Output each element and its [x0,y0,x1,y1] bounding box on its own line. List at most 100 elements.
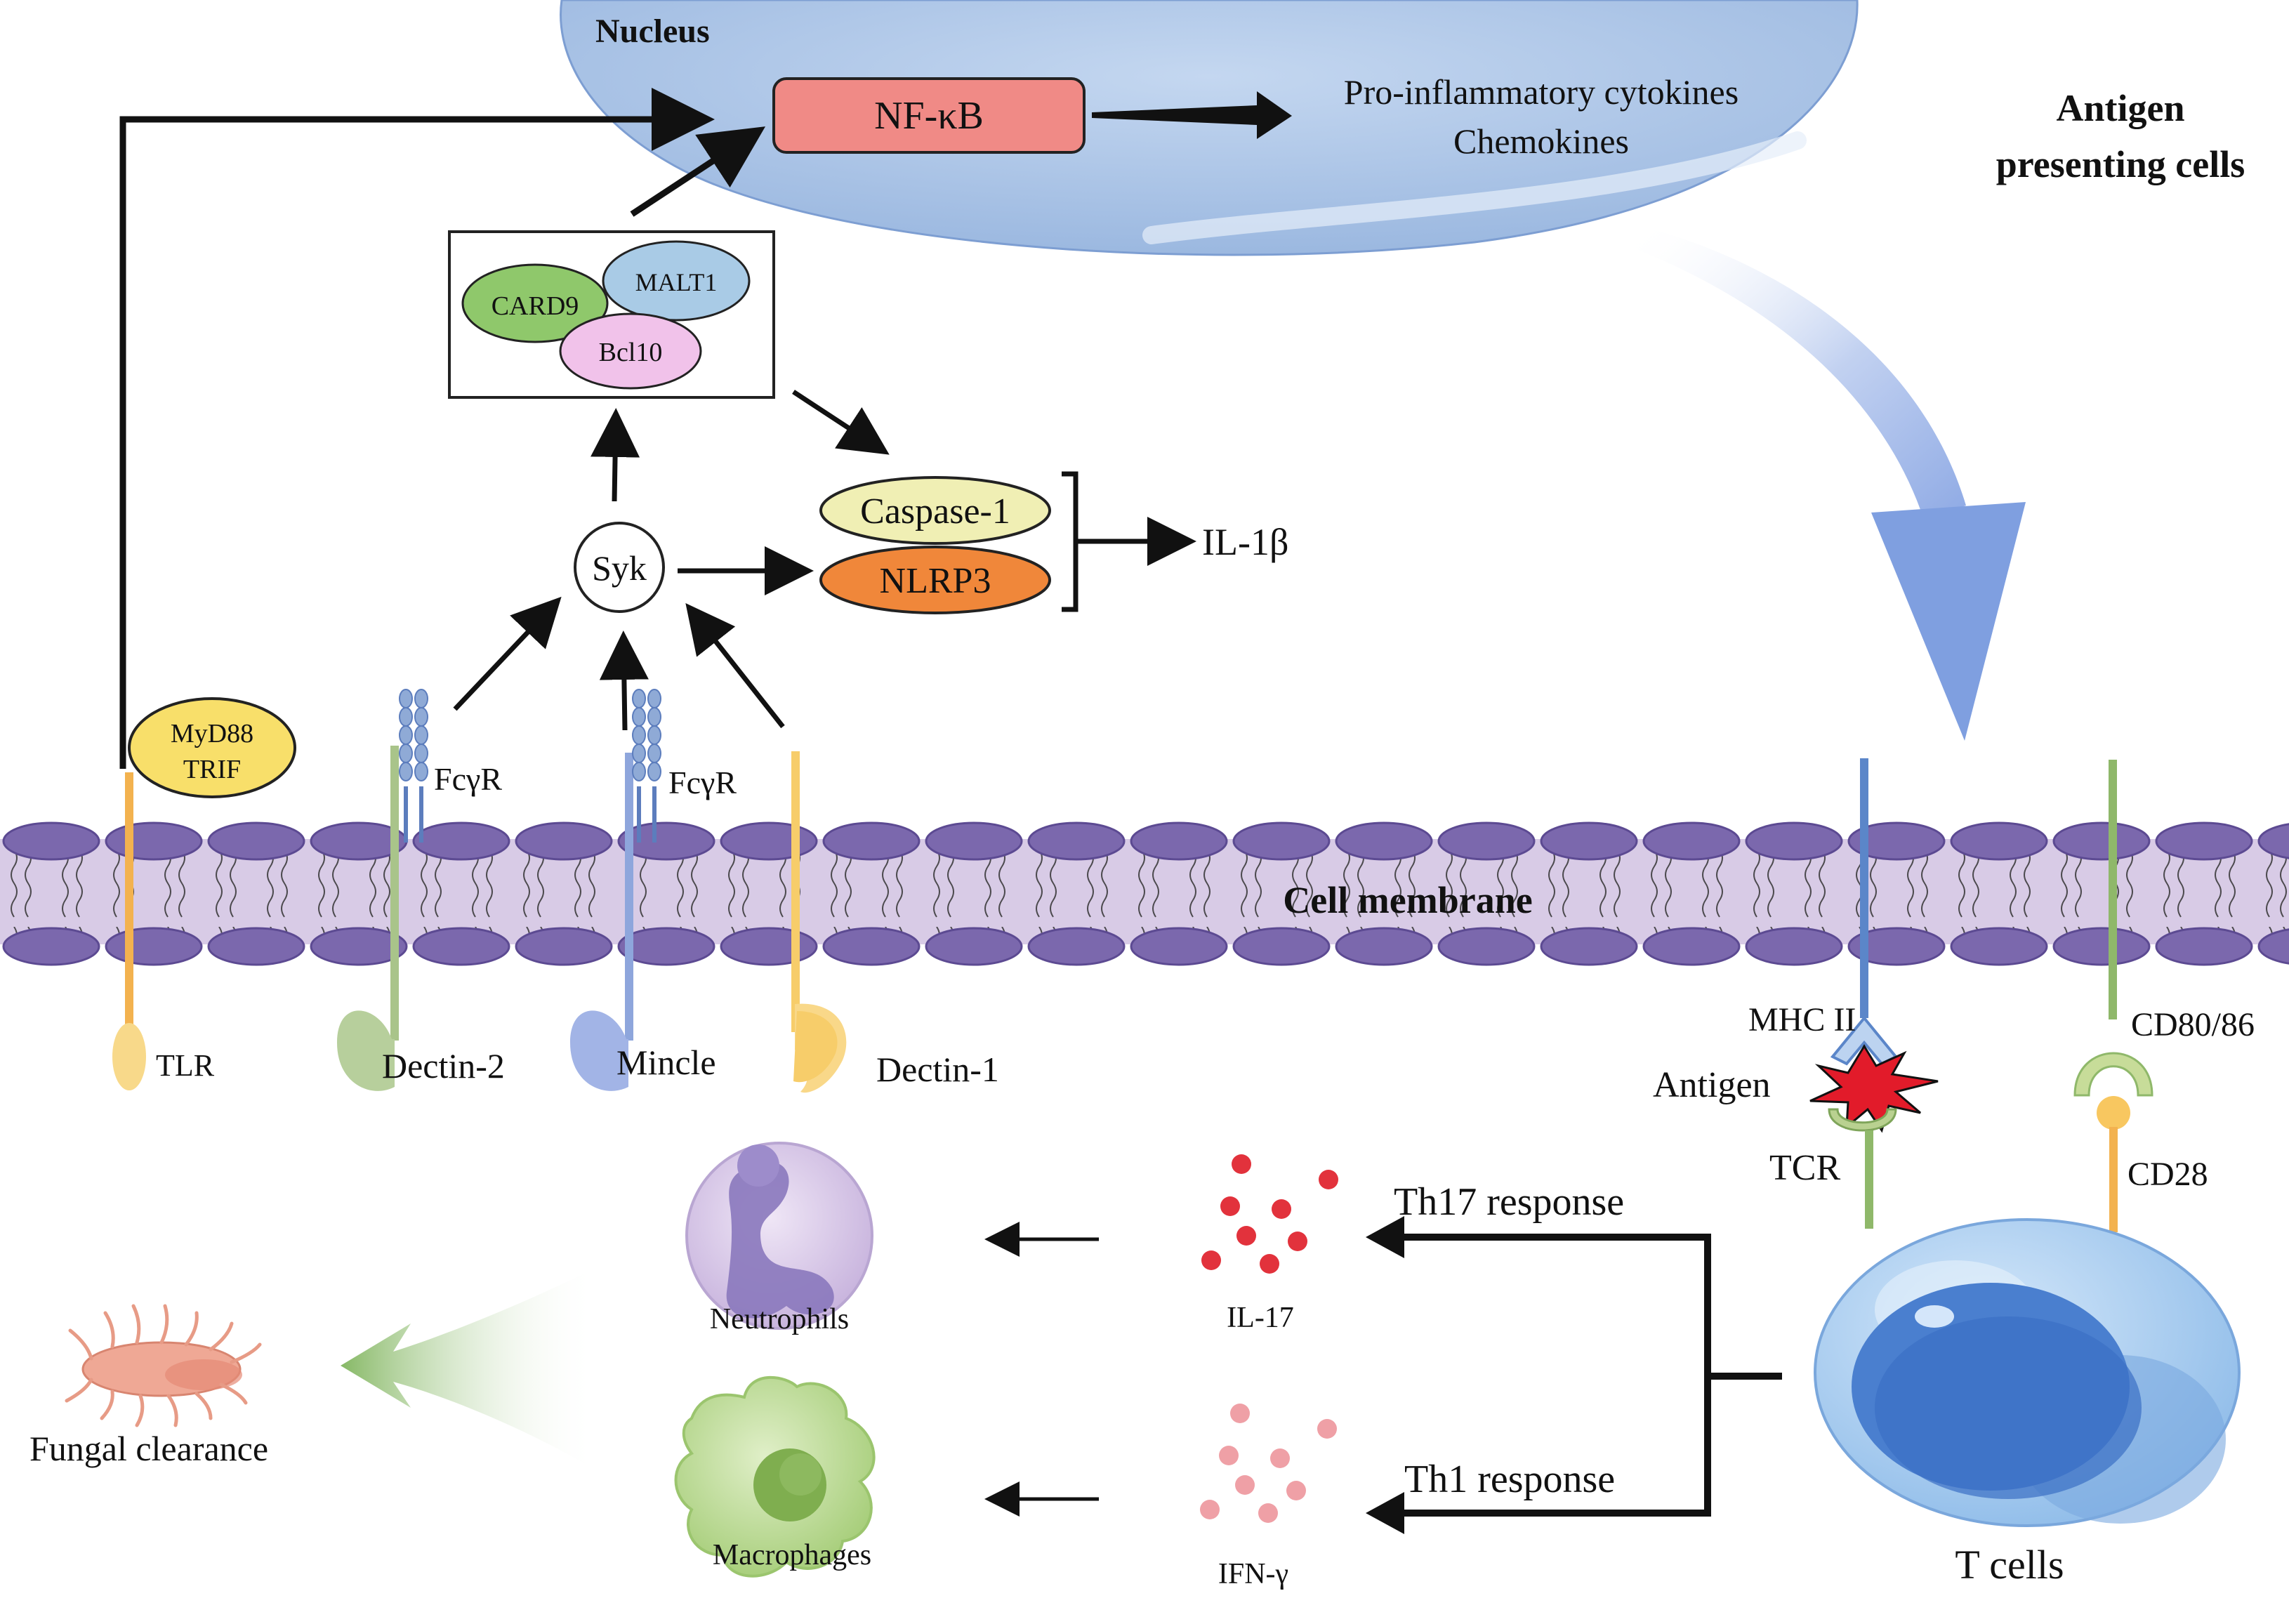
syk-label: Syk [592,548,647,588]
lipid-head [2257,823,2289,859]
lipid-head [822,927,921,966]
mincle-receptor [570,689,661,1091]
fungus-hair [131,1304,141,1345]
fungal-clearance-label: Fungal clearance [29,1429,268,1468]
syk-to-cbm-arrow [591,408,640,502]
il17-dot [1201,1250,1221,1270]
nucleus-label: Nucleus [595,13,710,50]
fcgr-domain [647,725,661,745]
nfkb-label: NF-κB [874,94,984,138]
lipid-head [1232,821,1331,861]
fcgr-domain [414,725,428,745]
neutrophils-label: Neutrophils [710,1303,849,1335]
apc-label-line2: presenting cells [1996,143,2245,185]
lipid-head [1437,927,1536,966]
fcgr2-label: FcγR [668,765,737,800]
lipid-head [412,927,510,966]
tlr-receptor [112,772,146,1090]
chemokines-label: Chemokines [1453,121,1629,161]
lipid-head [105,821,203,861]
th17-arrowhead [1366,1216,1404,1258]
th17-branch-line [1380,1234,1782,1380]
fungus-hair [184,1311,199,1347]
clearance-arrow [341,1267,597,1471]
lipid-head [925,821,1023,861]
malt1-label: MALT1 [635,268,718,296]
il17-label: IL-17 [1227,1302,1294,1334]
lipid-head [720,927,818,966]
tlr-to-nfkb-arrow [119,88,715,769]
il17-dot [1220,1196,1240,1216]
cd28-receptor [2097,1096,2130,1232]
lipid-head [105,927,203,966]
fungus-hair [100,1389,114,1420]
il17-dot [1260,1254,1279,1274]
lipid-head [2,927,100,966]
ifng-dot [1270,1448,1290,1468]
fcgr-domain [632,707,646,727]
fcgr-domain [414,707,428,727]
il17-dot [1272,1199,1291,1219]
lipid-head [617,927,715,966]
nlrp3-node [819,546,1051,614]
lipid-head [1642,821,1741,861]
ifng-dot [1235,1475,1255,1495]
fungus-hair [65,1378,93,1403]
neutrophil-cell [685,1142,873,1330]
lipid-head [1130,821,1228,861]
lipid-head [1847,927,1946,966]
myd88-label: MyD88 [171,719,253,748]
mincle-label: Mincle [616,1043,716,1082]
il17-cytokine-cluster [1201,1154,1338,1274]
fcgr-domain [399,707,413,727]
dectin1-label: Dectin-1 [876,1050,999,1089]
dectin2-receptor [337,689,428,1091]
lipid-head [2155,821,2253,861]
nucleus [560,0,1859,256]
lipid-head [720,821,818,861]
fcgr-domain [414,762,428,781]
ifng-dot [1230,1404,1250,1423]
fungus-hair [209,1321,234,1352]
membrane-label: Cell membrane [1283,879,1532,921]
fcgr-domain [399,744,413,763]
fcgr-domain [399,689,413,708]
il17-dot [1288,1232,1307,1251]
lipid-head [1950,821,2048,861]
lipid-head [1745,821,1843,861]
cd8086-label: CD80/86 [2131,1006,2255,1043]
myd88-trif-node [128,697,296,798]
antigen-label: Antigen [1653,1065,1771,1105]
ifng-dot [1219,1446,1239,1465]
fungus-hair [166,1394,178,1427]
il17-dot [1319,1170,1338,1189]
fungus-hair [68,1328,93,1361]
fcgr-domain [414,744,428,763]
lipid-head [1540,927,1638,966]
dectin1-to-syk-arrow [685,603,785,729]
fungus-hair [194,1392,213,1420]
th1-arrowhead [1366,1492,1404,1534]
ifng-dot [1317,1419,1337,1439]
fcgr-domain [632,725,646,745]
lipid-head [207,821,305,861]
lipid-head [1027,821,1126,861]
macrophage-cell [674,1375,876,1578]
fungus-icon [65,1304,262,1427]
fcgr-stalk [419,786,423,843]
fungus-hair [219,1382,248,1405]
lipid-head [822,821,921,861]
fungus-hair [159,1304,169,1345]
fcgr-domain [414,689,428,708]
antigen-burst [1809,1044,1939,1133]
lipid-head [2052,821,2151,861]
tlr-label: TLR [156,1048,215,1083]
nfkb-output-arrow [1092,91,1292,139]
cell-membrane [0,821,2289,966]
il17-dot [1232,1154,1251,1174]
lipid-head [2,821,100,861]
fungus-hair [135,1394,145,1427]
bcl10-node [559,312,702,390]
lipid-head [515,821,613,861]
